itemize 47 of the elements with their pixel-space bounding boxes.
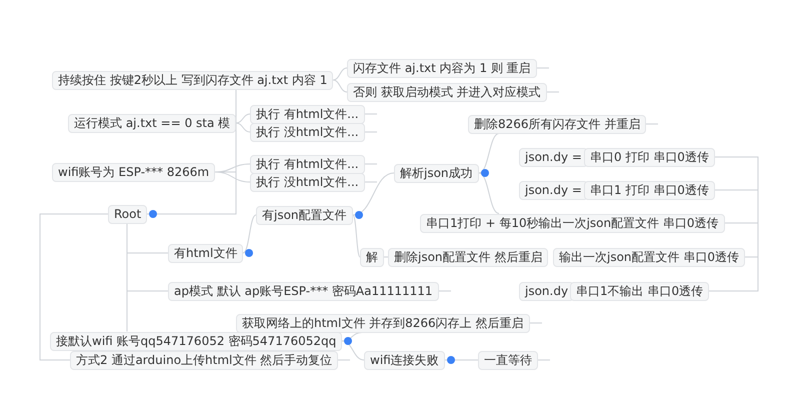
topic-box: 串口0 打印 串口0透传 — [584, 148, 715, 166]
topic-box: 串口1 打印 串口0透传 — [584, 180, 715, 200]
topic-box: 执行 没html文件... — [250, 122, 365, 142]
topic-box: 执行 有html文件... — [250, 104, 365, 124]
topic-box: 输出一次json配置文件 串口0透传 — [553, 248, 745, 266]
topic-box: 有json配置文件 — [256, 206, 353, 224]
branch-stub — [530, 322, 542, 324]
branch-line — [478, 172, 500, 214]
branch-line — [236, 122, 250, 132]
topic-box: ap模式 默认 ap账号ESP-*** 密码Aa11111111 — [168, 282, 439, 300]
topic-box: 获取网络上的html文件 并存到8266闪存上 然后重启 — [236, 314, 530, 332]
branch-line — [40, 214, 108, 360]
branch-line — [384, 256, 388, 258]
branch-line — [714, 190, 758, 224]
branch-line — [478, 133, 500, 174]
topic-box: 解 — [360, 248, 384, 266]
topic-box: wifi账号为 ESP-*** 8266m — [52, 162, 216, 182]
topic-box: 运行模式 aj.txt == 0 sta 模 — [68, 114, 236, 132]
topic-box: 删除8266所有闪存文件 并重启 — [468, 114, 646, 134]
topic-box: 方式2 通过arduino上传html文件 然后手动复位 — [70, 350, 338, 370]
topic-box: 有html文件 — [168, 244, 244, 262]
topic-box: 执行 有html文件... — [250, 154, 365, 174]
branch-line — [214, 172, 250, 182]
branch-line — [332, 80, 348, 92]
branch-line — [332, 68, 348, 80]
branch-line — [236, 114, 250, 124]
branch-line — [708, 222, 758, 292]
topic-box: 闪存文件 aj.txt 内容为 1 则 重启 — [347, 58, 537, 78]
branch-line — [242, 214, 256, 254]
branch-line — [342, 340, 364, 360]
topic-box: Root — [108, 204, 148, 224]
topic-box: 解析json成功 — [394, 164, 479, 182]
branch-line — [352, 214, 360, 258]
topic-box: json.dy = — [519, 148, 588, 166]
topic-box: 否则 获取启动模式 并进入对应模式 — [347, 82, 547, 102]
topic-box: 串口1打印 + 每10秒输出一次json配置文件 串口0透传 — [420, 214, 725, 232]
topic-box: 执行 没html文件... — [250, 172, 365, 192]
topic-box: wifi连接失败 — [364, 350, 445, 370]
topic-box: 接默认wifi 账号qq547176052 密码547176052qq — [50, 332, 342, 350]
topic-box: 串口1不输出 串口0透传 — [570, 282, 710, 300]
topic-box: 删除json配置文件 然后重启 — [388, 248, 548, 266]
topic-box: json.dy = — [519, 180, 588, 200]
branch-line — [126, 223, 128, 332]
branch-stub — [438, 290, 452, 292]
branch-line — [352, 172, 394, 216]
topic-box: 一直等待 — [478, 350, 538, 370]
topic-box: 持续按住 按键2秒以上 写到闪存文件 aj.txt 内容 1 — [52, 70, 334, 90]
